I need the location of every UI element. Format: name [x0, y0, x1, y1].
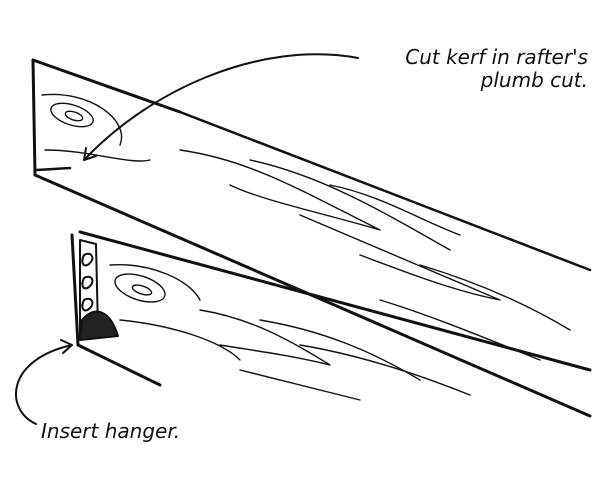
upper-rafter-plumb-cut	[31, 58, 37, 177]
lower-rafter-grain	[109, 263, 471, 401]
hanger-leader-line	[15, 344, 73, 425]
hanger-leader-arrow	[60, 339, 73, 354]
lower-rafter-plumb-cut	[70, 233, 80, 347]
kerf-callout: Cut kerf in rafter's plumb cut.	[360, 46, 588, 92]
hanger-callout: Insert hanger.	[41, 419, 181, 443]
lower-rafter-bottom-edge	[76, 343, 162, 387]
kerf-callout-line2: plumb cut.	[480, 68, 588, 92]
joist-hanger	[79, 239, 119, 341]
upper-rafter-kerf	[35, 166, 72, 172]
upper-rafter-ridge-line	[178, 110, 592, 272]
kerf-leader-arrow	[83, 147, 97, 161]
upper-rafter-grain	[41, 93, 571, 361]
kerf-leader-line	[83, 53, 359, 161]
lower-rafter-top-edge	[78, 230, 592, 372]
kerf-callout-line1: Cut kerf in rafter's	[405, 45, 588, 69]
